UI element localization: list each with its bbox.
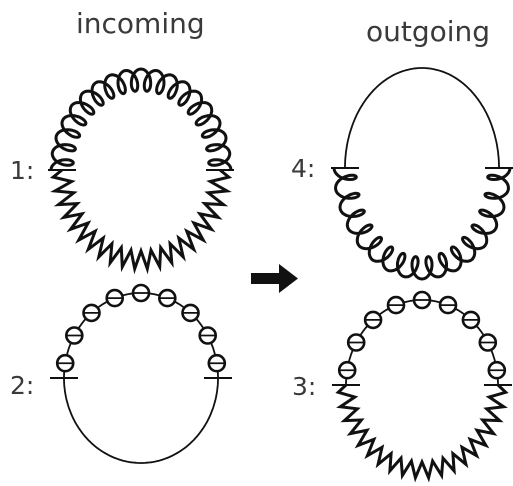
panel-2-label: 2: bbox=[10, 371, 35, 400]
panel-4-arc bbox=[344, 67, 500, 168]
panel-3-zigzag bbox=[335, 383, 509, 483]
right-arrow-icon bbox=[251, 264, 298, 293]
panel-4-helix bbox=[332, 167, 512, 281]
panel-3-label: 3: bbox=[292, 372, 317, 401]
panel-2-arc bbox=[63, 378, 219, 464]
panel-1-helix bbox=[49, 67, 233, 171]
panel-4-label: 4: bbox=[291, 154, 316, 183]
title-outgoing: outgoing bbox=[366, 15, 491, 48]
title-incoming: incoming bbox=[76, 7, 205, 40]
panel-1-zigzag bbox=[49, 168, 233, 275]
panel-1-label: 1: bbox=[10, 156, 35, 185]
